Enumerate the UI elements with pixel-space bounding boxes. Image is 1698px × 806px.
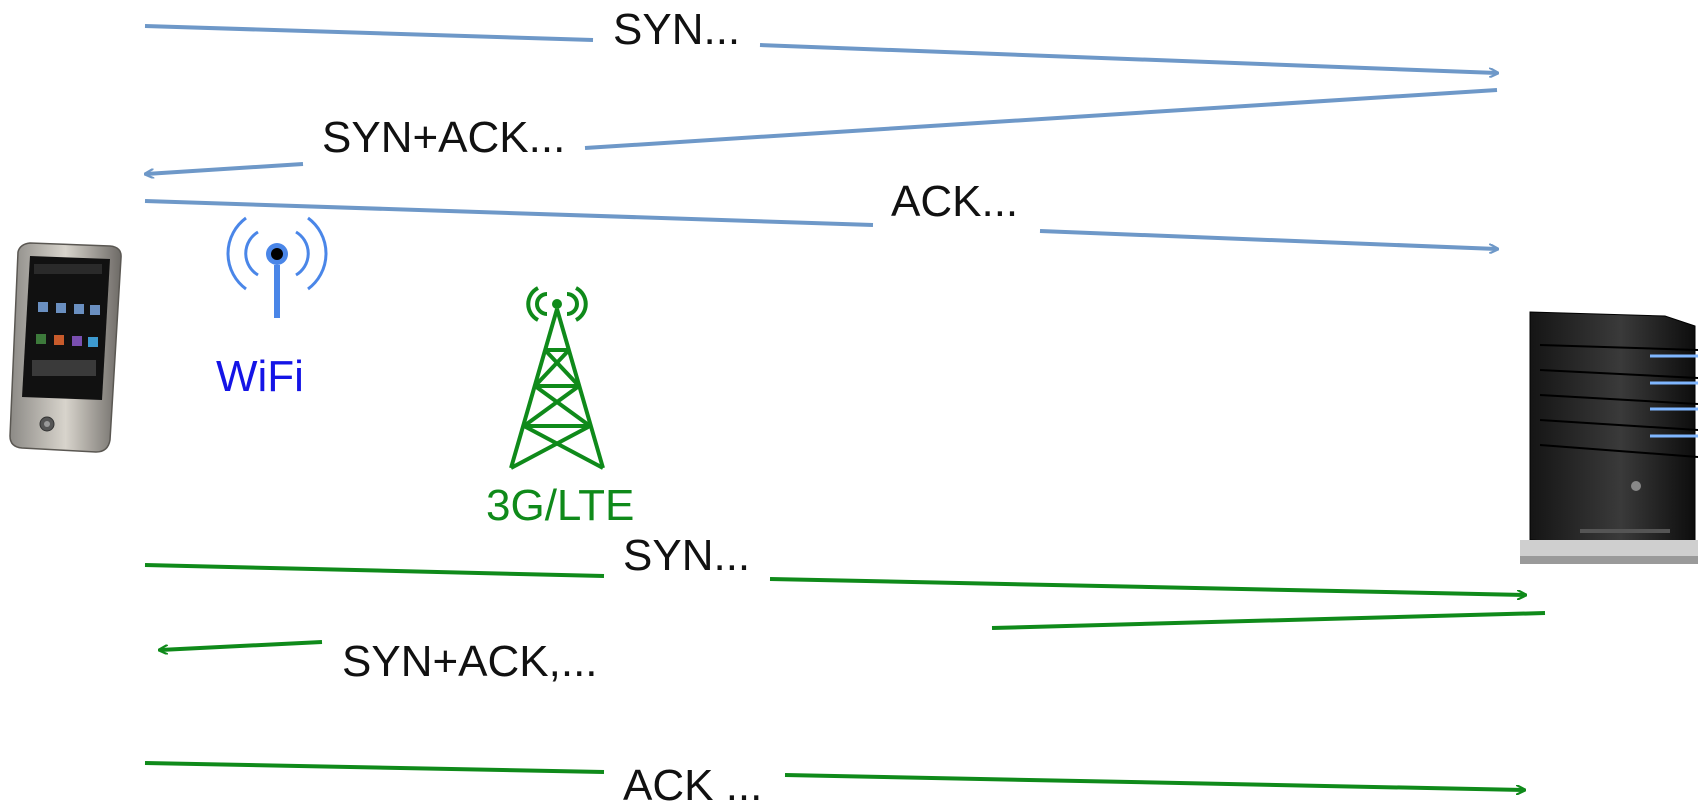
cell-label: 3G/LTE	[486, 481, 634, 530]
wifi-ack-label: ACK...	[891, 177, 1018, 226]
cell-tower-icon	[509, 286, 605, 470]
wifi-signal-icon	[226, 216, 328, 318]
wifi-syn-label: SYN...	[613, 5, 740, 54]
wifi-ack-arrow-right	[1039, 229, 1497, 249]
cell-syn-arrow-left	[144, 563, 605, 578]
wifi-synack-arrow-left	[146, 162, 304, 174]
cell-synack-label: SYN+ACK,...	[342, 637, 598, 686]
wifi-syn-arrow-right	[759, 43, 1497, 73]
wifi-synack-label: SYN+ACK...	[322, 113, 565, 162]
wifi-ack-arrow-left	[144, 199, 874, 227]
wifi-synack-arrow-right	[584, 88, 1498, 150]
cell-synack-arrow-right	[991, 611, 1546, 630]
cell-ack-label: ACK ...	[623, 761, 762, 806]
cell-synack-arrow-left	[160, 640, 323, 650]
cell-syn-label: SYN...	[623, 531, 750, 580]
wifi-syn-arrow-left	[144, 24, 594, 42]
cell-ack-arrow-left	[144, 761, 605, 774]
cell-ack-arrow-right	[784, 773, 1524, 790]
smartphone-icon	[9, 242, 122, 453]
cell-syn-arrow-right	[769, 577, 1525, 595]
wifi-label: WiFi	[216, 352, 304, 401]
server-tower-icon	[1520, 311, 1698, 564]
